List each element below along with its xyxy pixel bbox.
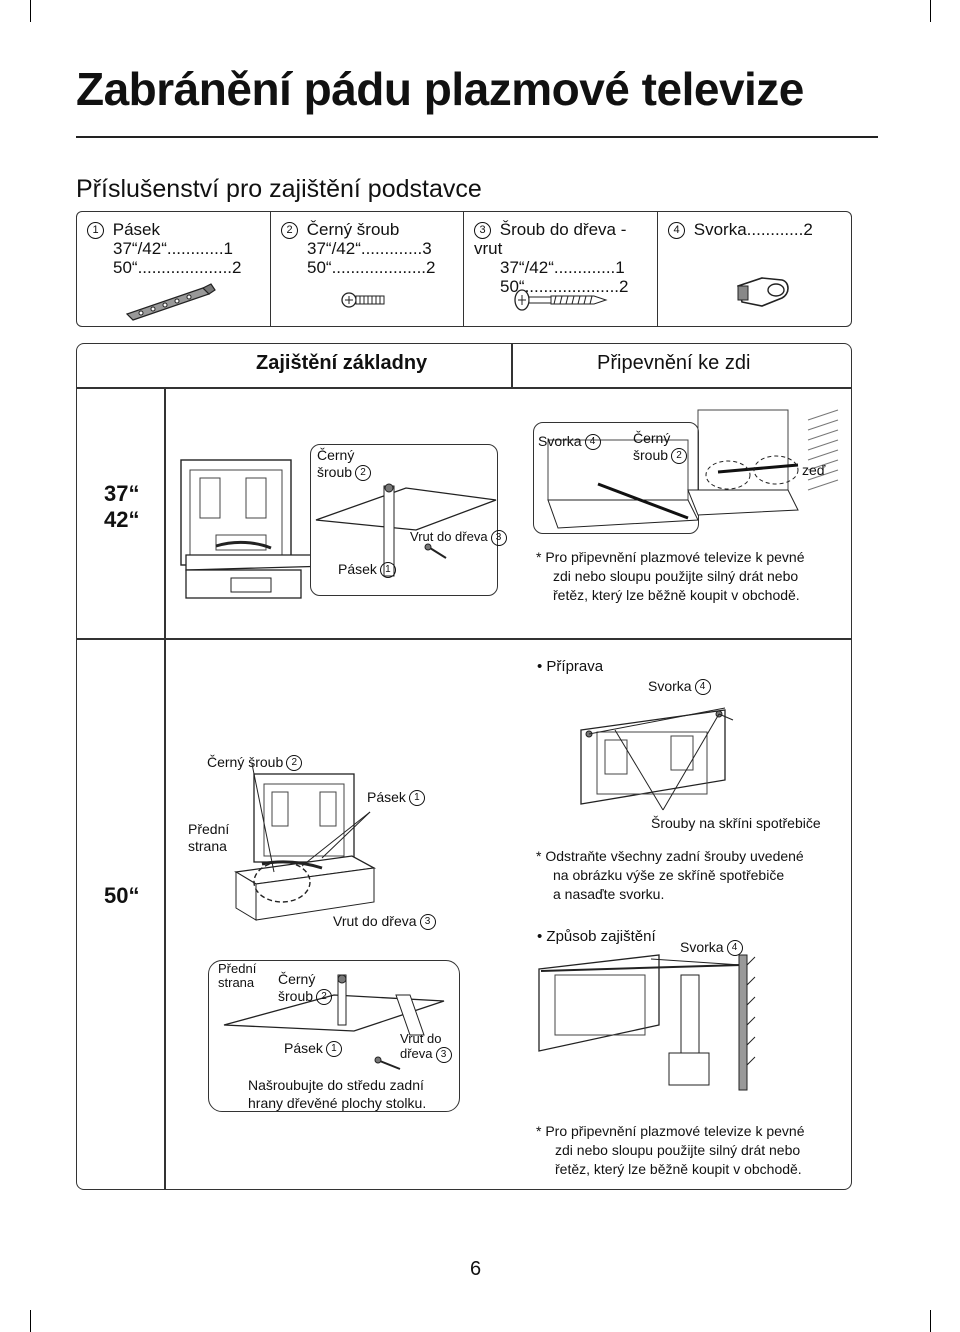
crop-mark [930, 0, 931, 22]
label-securing-method: • Způsob zajištění [537, 928, 656, 945]
label-preparation: • Příprava [537, 658, 604, 675]
base-detail-drawing-50 [223, 974, 445, 1070]
number-badge: 2 [281, 222, 298, 240]
title-rule [76, 136, 878, 138]
label-cabinet-screws: Šrouby na skříni spotřebiče [651, 815, 821, 831]
accessory-qty-50: 50“....................2 [307, 258, 436, 278]
crop-mark [30, 1310, 31, 1332]
clamp-icon [737, 277, 789, 307]
column-divider-header [511, 343, 513, 389]
label-front-side-detail: Přední strana [218, 961, 257, 990]
number-badge: 4 [668, 222, 685, 240]
installation-table [76, 343, 852, 1190]
accessory-clamp: 4 Svorka............2 [657, 212, 852, 326]
detail-callout-50 [208, 960, 460, 1112]
crop-mark [30, 0, 31, 22]
label-wall: zeď [802, 462, 826, 478]
wall-note: * Pro připevnění plazmové televize k pev… [536, 549, 805, 603]
accessory-qty-37-42: 37“/42“............1 [113, 239, 233, 259]
header-divider [76, 387, 852, 389]
size-label-50: 50“ [104, 883, 140, 908]
accessory-strap: 1 Pásek 37“/42“............1 50“........… [77, 212, 270, 326]
accessory-name: Svorka............2 [693, 220, 813, 239]
section-subtitle: Příslušenství pro zajištění podstavce [76, 175, 482, 203]
strap-icon [125, 283, 216, 321]
accessory-name: Černý šroub [306, 220, 400, 239]
label-front-side: Přední strana [188, 821, 230, 854]
size-label-42: 42“ [104, 507, 140, 532]
page-number: 6 [470, 1258, 482, 1280]
header-wall-mount: Připevnění ke zdi [597, 352, 751, 374]
tv-base-illustration-50 [234, 763, 377, 921]
page-title: Zabránění pádu plazmové televize [76, 63, 804, 115]
crop-mark [930, 1310, 931, 1332]
wood-screw-icon [514, 289, 608, 311]
column-divider-left [164, 387, 166, 1190]
black-screw-icon [341, 292, 385, 308]
wall-note-50: * Pro připevnění plazmové televize k pev… [536, 1123, 805, 1177]
row-divider [76, 638, 852, 640]
remove-screws-note: * Odstraňte všechny zadní šrouby uvedené… [536, 848, 804, 902]
header-base-securing: Zajištění základny [256, 352, 428, 374]
accessory-qty-50: 50“....................2 [500, 277, 629, 297]
accessory-qty-50: 50“....................2 [113, 258, 242, 278]
number-badge: 3 [474, 222, 491, 240]
preparation-illustration [580, 707, 734, 811]
number-badge: 1 [87, 222, 104, 240]
accessory-name: Pásek [112, 220, 160, 239]
accessory-name: Šroub do dřeva - vrut [474, 220, 627, 259]
accessory-qty-37-42: 37“/42“.............1 [500, 258, 625, 278]
wall-mount-illustration [547, 409, 839, 529]
accessory-qty-37-42: 37“/42“.............3 [307, 239, 432, 259]
size-label-37: 37“ [104, 481, 140, 506]
base-detail-drawing [315, 483, 497, 577]
instruction-screw-center: Našroubujte do středu zadní hrany dřevěn… [248, 1077, 427, 1111]
accessory-wood-screw: 3 Šroub do dřeva - vrut 37“/42“.........… [463, 212, 658, 326]
accessory-black-screw: 2 Černý šroub 37“/42“.............3 50“.… [270, 212, 464, 326]
accessories-box: 1 Pásek 37“/42“............1 50“........… [76, 211, 852, 327]
securing-method-illustration [538, 954, 756, 1091]
